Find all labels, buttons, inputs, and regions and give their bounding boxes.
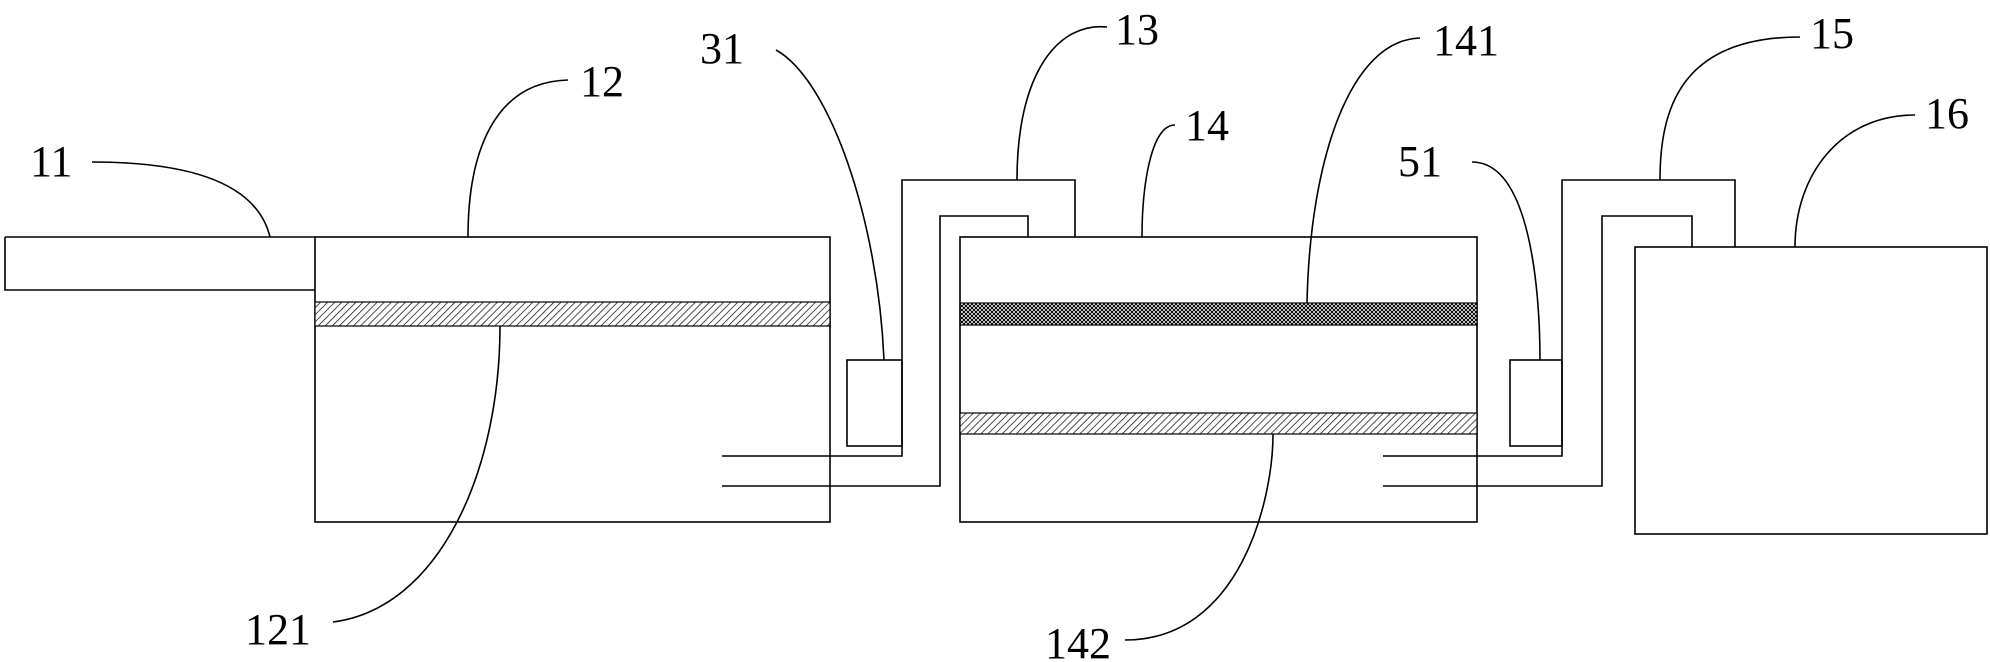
label-15: 15 xyxy=(1810,9,1854,58)
layer-121 xyxy=(314,301,831,327)
layer-142 xyxy=(959,412,1478,435)
label-31: 31 xyxy=(700,24,744,73)
leader-16 xyxy=(1794,114,1916,248)
component-16 xyxy=(1634,246,1988,535)
leader-12 xyxy=(467,79,569,238)
component-12 xyxy=(314,236,831,523)
leader-142 xyxy=(1124,433,1274,641)
label-121: 121 xyxy=(245,605,311,654)
leader-141 xyxy=(1306,37,1421,304)
label-12: 12 xyxy=(580,57,624,106)
label-142: 142 xyxy=(1045,619,1111,662)
component-11 xyxy=(4,236,315,291)
label-51: 51 xyxy=(1398,137,1442,186)
leader-121 xyxy=(332,325,501,623)
label-14: 14 xyxy=(1185,101,1229,150)
component-14 xyxy=(959,236,1478,523)
leader-51 xyxy=(1471,161,1541,361)
layer-141 xyxy=(959,302,1478,326)
leader-31 xyxy=(775,49,885,361)
leader-13 xyxy=(1016,25,1108,181)
leader-15 xyxy=(1659,36,1801,181)
label-11: 11 xyxy=(30,137,72,186)
component-31 xyxy=(846,359,903,447)
component-51 xyxy=(1509,359,1563,447)
reference-labels: 11 12 121 31 13 14 141 142 51 15 16 xyxy=(30,5,1969,662)
leader-11 xyxy=(91,161,271,238)
label-16: 16 xyxy=(1925,89,1969,138)
label-13: 13 xyxy=(1115,5,1159,54)
label-141: 141 xyxy=(1433,16,1499,65)
leader-lines xyxy=(91,25,1916,641)
component-15 xyxy=(1383,179,1736,487)
leader-14 xyxy=(1141,124,1176,238)
component-13 xyxy=(722,179,1076,487)
